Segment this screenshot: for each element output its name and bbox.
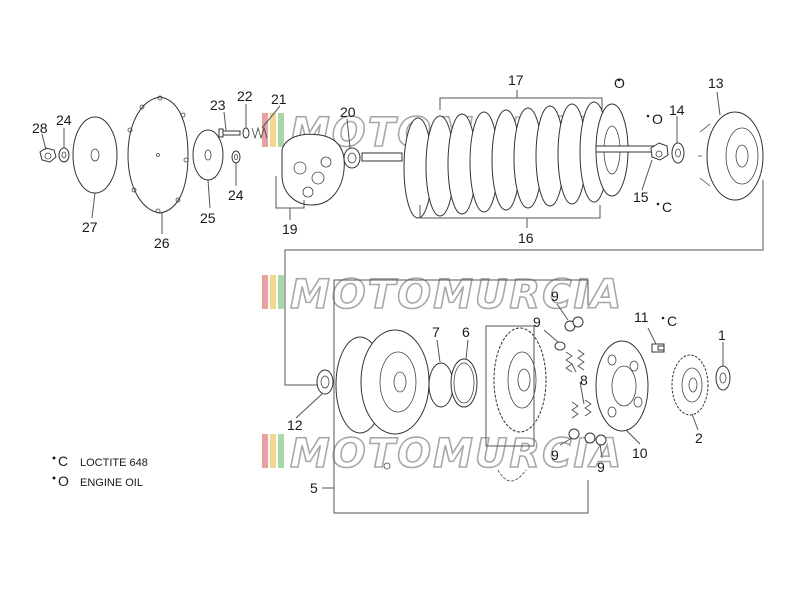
callout-7: 7 [432,324,440,340]
callout-28: 28 [32,120,48,136]
callout-12: 12 [287,417,303,433]
part-2-gear [671,354,709,416]
legend-label-oil: ENGINE OIL [80,477,143,489]
part-1-washer [715,365,731,391]
part-27-cover [72,116,118,194]
part-20-bearing [343,147,403,169]
callout-13: 13 [708,75,724,91]
callout-14-oil: O [652,111,663,127]
bracket-17 [439,97,603,110]
callout-11-loctite: C [667,313,677,329]
legend-label-loctite: LOCTITE 648 [80,457,148,469]
watermark-bottom: MOTOMURCIA [262,430,623,478]
callout-17-oil: O [614,75,625,91]
part-16-17-clutch-plates [403,101,655,219]
callout-23: 23 [210,97,226,113]
callout-numbers: 28 24 27 26 25 24 23 22 21 20 19 17 O O … [32,72,726,496]
part-23-pin [218,128,241,138]
callout-21: 21 [271,91,287,107]
callout-24: 24 [228,187,244,203]
callout-2: 2 [695,430,703,446]
part-14-washer [671,142,685,164]
part-11-bolt [651,343,665,353]
callout-22: 22 [237,88,253,104]
watermark-text: MOTOMURCIA [290,431,623,477]
part-21-spring [251,126,268,140]
callout-9: 9 [533,314,541,330]
watermark-middle: MOTOMURCIA [262,271,623,319]
part-7-ring [428,362,454,408]
callout-1: 1 [718,327,726,343]
leader-lines [41,91,724,459]
callout-8: 8 [580,372,588,388]
callout-25: 25 [200,210,216,226]
callout-24: 24 [56,112,72,128]
connector-line [284,180,764,386]
watermark-text: MOTOMURCIA [290,272,623,318]
callout-5: 5 [310,480,318,496]
callout-17: 17 [508,72,524,88]
callout-15: 15 [633,189,649,205]
bracket-16 [419,205,601,219]
part-28-nut [39,147,57,163]
part-24-washer [231,150,241,164]
callout-15-loctite: C [662,199,672,215]
gear-bracket-box [485,325,535,447]
callout-6: 6 [462,324,470,340]
part-9-caps [554,316,607,446]
callout-9: 9 [597,459,605,475]
part-19-housing [281,133,345,206]
callout-9: 9 [551,288,559,304]
part-25-plate [192,129,224,181]
bracket-5 [333,315,589,514]
part-13-hub [698,111,764,201]
callout-9: 9 [551,447,559,463]
part-8-springs [565,349,592,419]
callout-11: 11 [634,309,649,325]
callout-26: 26 [154,235,170,251]
legend-symbol-loctite: C [58,453,68,469]
callout-14: 14 [669,102,685,118]
callout-10: 10 [632,445,648,461]
part-5-basket [335,329,430,470]
part-8-gear [493,327,547,482]
callout-20: 20 [340,104,356,120]
part-6-ring [450,358,478,408]
legend-symbol-oil: O [58,473,69,489]
callout-19: 19 [282,221,298,237]
part-12-nut [316,369,334,395]
part-24-washer [58,147,70,163]
part-22-washer [242,127,250,139]
part-26-gasket [127,95,189,214]
part-10-pressure-plate [595,340,649,432]
legend: C LOCTITE 648 O ENGINE OIL [52,453,148,489]
callout-27: 27 [82,219,98,235]
callout-16: 16 [518,230,534,246]
part-15-nut [650,142,669,161]
